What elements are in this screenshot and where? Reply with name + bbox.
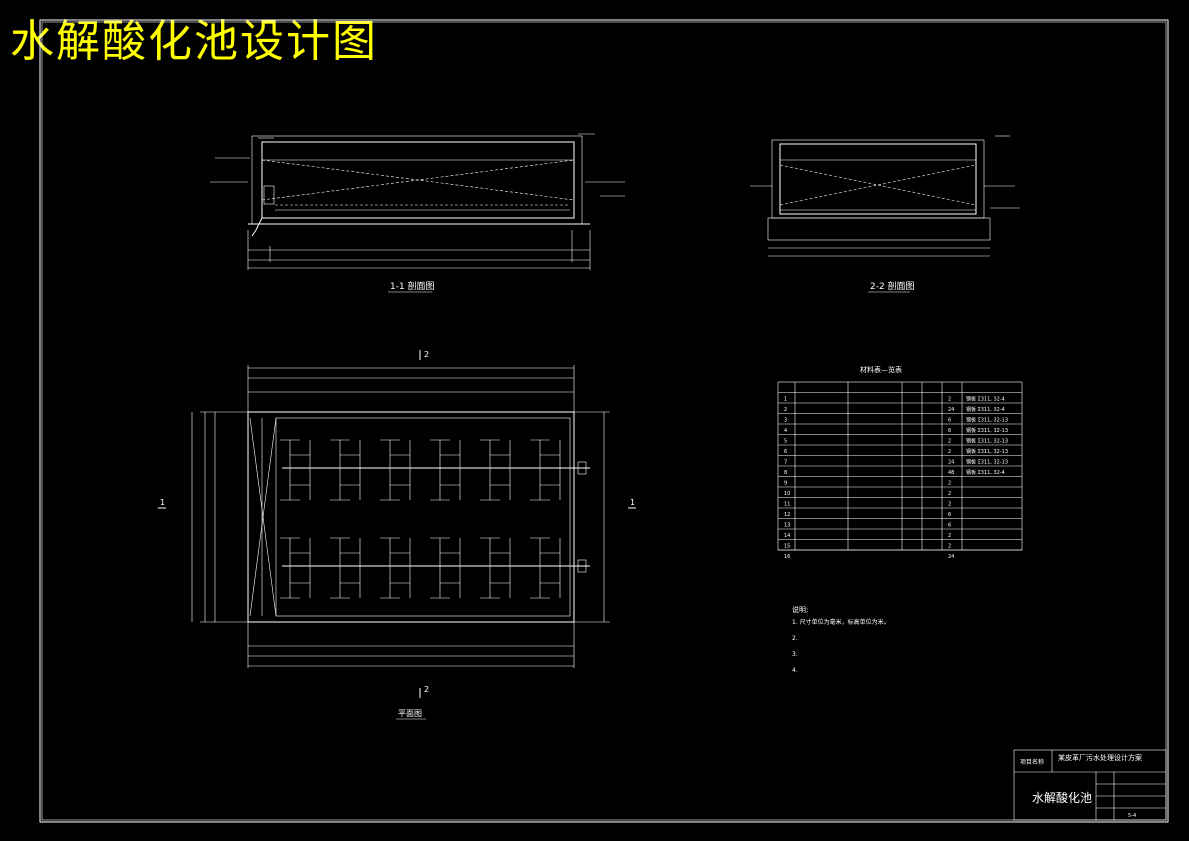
table-cell-no: 4 — [784, 428, 787, 434]
table-cell-qty: 6 — [948, 428, 951, 434]
notes-line: 1. 尺寸单位为毫米，标高单位为米。 — [792, 618, 890, 626]
plan-label: 平面图 — [398, 709, 422, 718]
table-cell-qty: 2 — [948, 491, 951, 497]
table-cell-qty: 2 — [948, 544, 951, 550]
title-block — [1013, 749, 1167, 821]
table-cell-qty: 24 — [948, 407, 954, 413]
table-cell-no: 12 — [784, 512, 790, 518]
table-cell-qty: 2 — [948, 502, 951, 508]
outer-frame — [39, 19, 1169, 823]
section-2-2-drawing — [750, 135, 1020, 257]
table-cell-note: 钢板 Σ311, 32-13 — [966, 427, 1008, 434]
table-cell-no: 6 — [784, 449, 787, 455]
table-cell-no: 5 — [784, 439, 787, 445]
inner-frame — [41, 21, 1167, 821]
table-cell-no: 9 — [784, 481, 787, 487]
drawing-title: 水解酸化池设计图 — [10, 16, 378, 67]
table-cell-no: 8 — [784, 470, 787, 476]
plan-marker-top: 2 — [424, 350, 429, 359]
table-cell-qty: 24 — [948, 554, 954, 560]
plan-marker-bottom: 2 — [424, 685, 429, 694]
table-cell-no: 2 — [784, 407, 787, 413]
table-title: 材料表—览表 — [860, 365, 902, 374]
table-cell-no: 3 — [784, 418, 787, 424]
table-cell-no: 11 — [784, 502, 790, 508]
section-1-1-drawing — [210, 133, 625, 270]
plan-marker-left: 1 — [160, 498, 165, 507]
table-cell-note: 钢板 Σ311, 32-13 — [966, 448, 1008, 455]
table-cell-qty: 2 — [948, 533, 951, 539]
table-cell-note: 钢板 Σ311, 32-4 — [966, 396, 1005, 403]
table-cell-no: 7 — [784, 460, 787, 466]
table-cell-qty: 2 — [948, 439, 951, 445]
sheet-number: 5-4 — [1128, 813, 1136, 819]
table-cell-qty: 2 — [948, 481, 951, 487]
table-cell-note: 钢板 Σ311, 32-4 — [966, 469, 1005, 476]
table-cell-qty: 6 — [948, 512, 951, 518]
table-cell-note: 钢板 Σ311, 32-13 — [966, 417, 1008, 424]
table-cell-no: 1 — [784, 397, 787, 403]
drawing-name: 水解酸化池 — [1032, 790, 1092, 805]
table-cell-note: 钢板 Σ311, 32-4 — [966, 406, 1005, 413]
notes-line: 4. — [792, 667, 798, 674]
table-cell-no: 10 — [784, 491, 790, 497]
project-name: 某皮革厂污水处理设计方案 — [1058, 753, 1142, 762]
table-cell-no: 16 — [784, 554, 790, 560]
table-cell-no: 13 — [784, 523, 790, 529]
table-cell-qty: 6 — [948, 418, 951, 424]
table-cell-qty: 2 — [948, 397, 951, 403]
table-cell-qty: 48 — [948, 470, 954, 476]
table-cell-qty: 6 — [948, 523, 951, 529]
notes-heading: 说明: — [792, 605, 808, 614]
plan-view-drawing — [191, 365, 610, 668]
table-cell-note: 钢板 Σ311, 32-13 — [966, 438, 1008, 445]
plan-marker-right: 1 — [630, 498, 635, 507]
section-2-2-label: 2-2 剖面图 — [870, 280, 915, 292]
project-label: 项目名称 — [1020, 758, 1044, 766]
table-cell-qty: 2 — [948, 449, 951, 455]
section-1-1-label: 1-1 剖面图 — [390, 280, 435, 292]
table-cell-no: 14 — [784, 533, 790, 539]
table-cell-note: 钢板 Σ311, 32-13 — [966, 459, 1008, 466]
table-cell-no: 15 — [784, 544, 790, 550]
notes-line: 3. — [792, 651, 798, 658]
notes-line: 2. — [792, 635, 798, 642]
table-cell-qty: 24 — [948, 460, 954, 466]
